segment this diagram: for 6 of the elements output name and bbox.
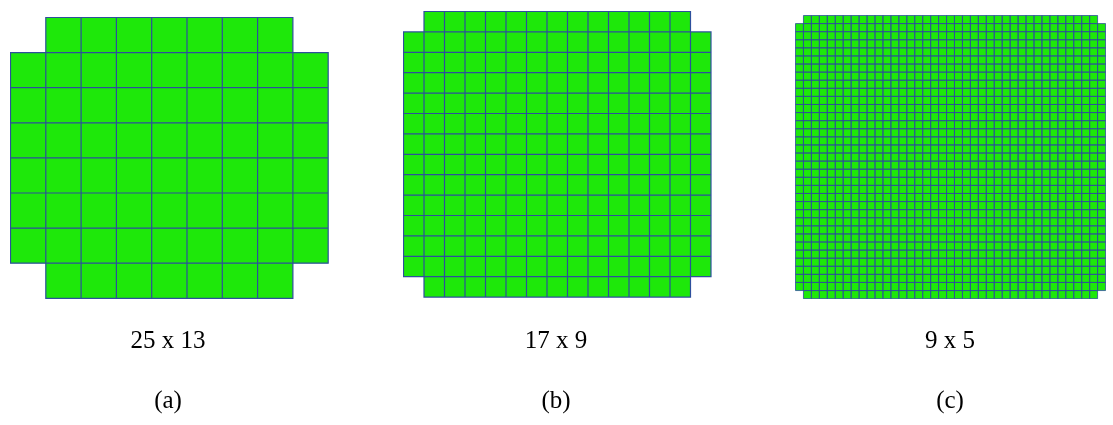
grid-size-label: 9 x 5 (925, 325, 975, 355)
grid-size-label: 17 x 9 (524, 325, 588, 355)
panel-label: (a) (154, 385, 182, 415)
panel-label: (b) (541, 385, 571, 415)
panel-label: (c) (936, 385, 964, 415)
grid-size-label: 25 x 13 (130, 325, 206, 355)
